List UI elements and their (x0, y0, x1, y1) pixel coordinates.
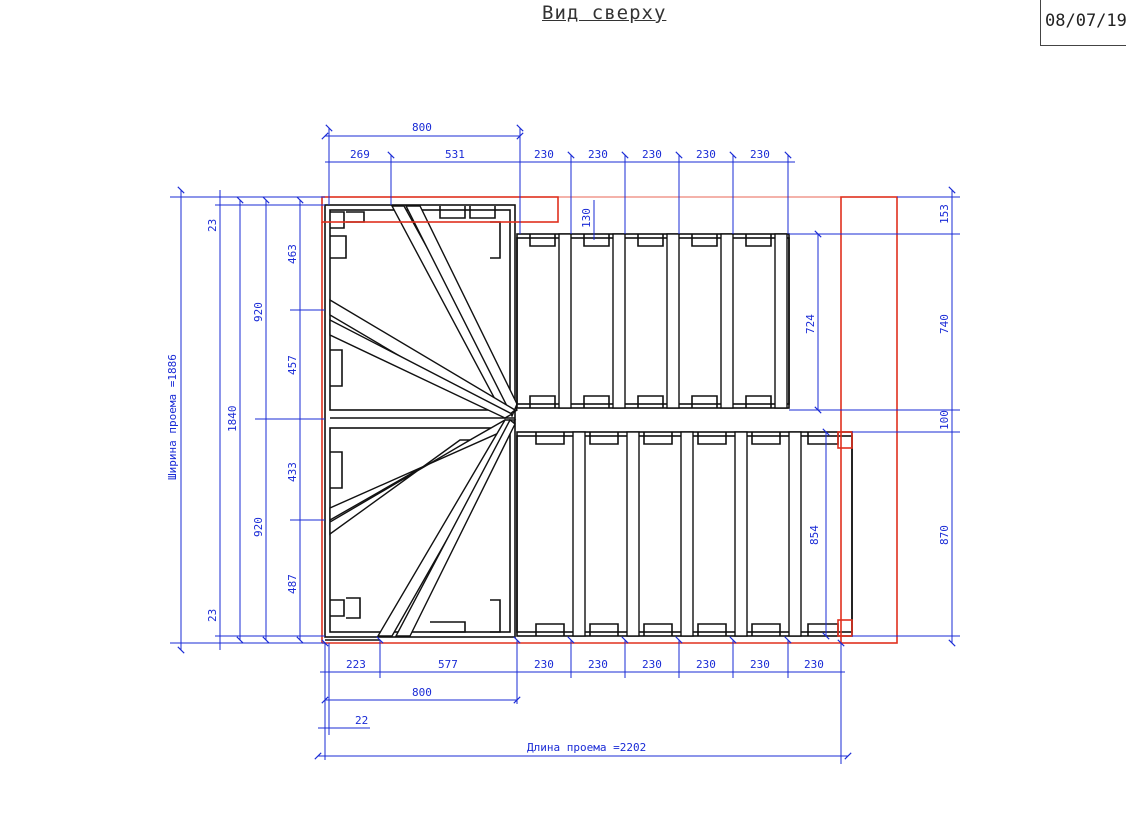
lower-tread-4 (734, 431, 748, 637)
dim-right-870: 870 (938, 525, 951, 545)
lower-tread-5 (788, 431, 802, 637)
dim-bottom-800: 800 (412, 686, 432, 699)
dim-left-23-top: 23 (206, 219, 219, 232)
upper-tread-1 (558, 233, 572, 409)
dim-top-step-5: 230 (750, 148, 770, 161)
upper-tread-5 (774, 233, 788, 409)
dim-bottom-step-5: 230 (750, 658, 770, 671)
dim-right-854: 854 (808, 525, 821, 545)
dim-bottom-577: 577 (438, 658, 458, 671)
winder-stringer-6 (329, 439, 473, 536)
dim-left-920-bot: 920 (252, 517, 265, 537)
upper-tread-4 (720, 233, 734, 409)
dim-left-23-bot: 23 (206, 609, 219, 622)
dim-right-100: 100 (938, 410, 951, 430)
opening-edge-right (840, 196, 898, 644)
dim-right-724: 724 (804, 314, 817, 334)
dim-left-457: 457 (286, 355, 299, 375)
dim-top-b: 531 (445, 148, 465, 161)
dim-top-step-4: 230 (696, 148, 716, 161)
dim-bottom-22: 22 (355, 714, 368, 727)
dim-right-740: 740 (938, 314, 951, 334)
opening-length-label: Длина проема =2202 (527, 741, 646, 754)
dim-top-130: 130 (580, 208, 593, 228)
view-title: Вид сверху (542, 2, 667, 24)
dim-bottom-step-6: 230 (804, 658, 824, 671)
date-stamp: 08/07/19/ (1040, 0, 1126, 46)
dim-left-487: 487 (286, 574, 299, 594)
lower-tread-1 (572, 431, 586, 637)
dim-left-1840: 1840 (226, 406, 239, 433)
upper-flight (516, 233, 790, 409)
dim-left-433: 433 (286, 462, 299, 482)
dim-bottom-step-2: 230 (588, 658, 608, 671)
dim-bottom-step-3: 230 (642, 658, 662, 671)
opening-width-label: Ширина проема =1886 (166, 354, 179, 480)
dim-right-153: 153 (938, 204, 951, 224)
stair-structure (324, 204, 853, 641)
lower-tread-2 (626, 431, 640, 637)
dim-bottom-223: 223 (346, 658, 366, 671)
upper-tread-3 (666, 233, 680, 409)
dim-top-step-1: 230 (534, 148, 554, 161)
dim-top-step-2: 230 (588, 148, 608, 161)
dim-bottom-step-4: 230 (696, 658, 716, 671)
opening-outline (321, 196, 898, 644)
opening-edge-top (321, 196, 559, 223)
winder-stringer-4 (329, 318, 514, 419)
dim-top-a: 269 (350, 148, 370, 161)
dim-left-920-top: 920 (252, 302, 265, 322)
upper-tread-2 (612, 233, 626, 409)
dim-bottom-step-1: 230 (534, 658, 554, 671)
dim-top-total: 800 (412, 121, 432, 134)
winder-stringer-8 (394, 418, 516, 637)
lower-tread-3 (680, 431, 694, 637)
dim-left-463: 463 (286, 244, 299, 264)
dim-top-step-3: 230 (642, 148, 662, 161)
dimensions: 800 269 531 230 230 230 230 230 130 Шири… (166, 121, 960, 764)
